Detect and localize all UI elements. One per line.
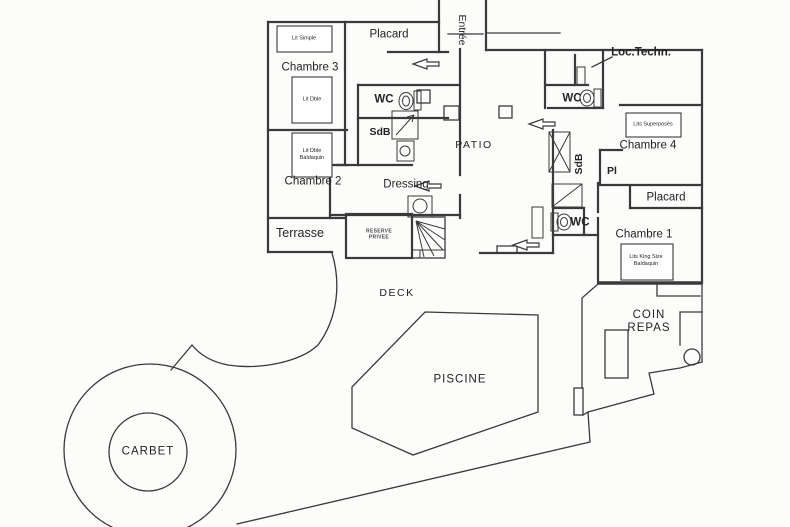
shower-icon-left — [391, 110, 419, 162]
bed-rects — [276, 25, 682, 281]
patio-pillars — [416, 89, 513, 121]
entrance-walls — [437, 0, 704, 54]
carbet-circles — [63, 363, 237, 527]
deck-outline-right — [236, 282, 703, 525]
toilet-icon-left — [398, 90, 422, 111]
toilet-icon-top-right — [579, 88, 602, 108]
pool-outline — [351, 311, 539, 456]
door-arrow-icons — [411, 58, 556, 251]
staircase-icon — [411, 216, 446, 259]
toilet-icon-bottom-right — [550, 212, 572, 232]
shower-icon-right — [548, 131, 571, 173]
dining-area-furniture — [604, 311, 703, 379]
walls-right-block — [478, 48, 704, 285]
bath-square-right — [531, 183, 583, 239]
terrace-curve-path — [170, 252, 338, 371]
reserve-box — [344, 212, 414, 260]
